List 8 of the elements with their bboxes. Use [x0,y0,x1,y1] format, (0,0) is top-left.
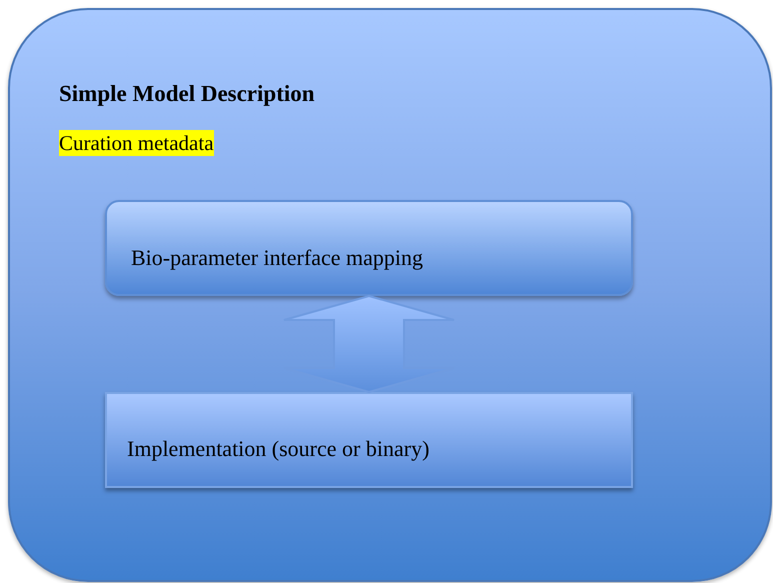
highlighted-label: Curation metadata [59,130,214,156]
process-box [105,392,633,488]
double-arrow [283,294,455,394]
rounded-panel [8,8,772,582]
process-box [105,200,633,296]
box-label: Implementation (source or binary) [127,434,430,463]
box-label: Bio-parameter interface mapping [131,244,423,272]
heading: Simple Model Description [59,80,315,108]
